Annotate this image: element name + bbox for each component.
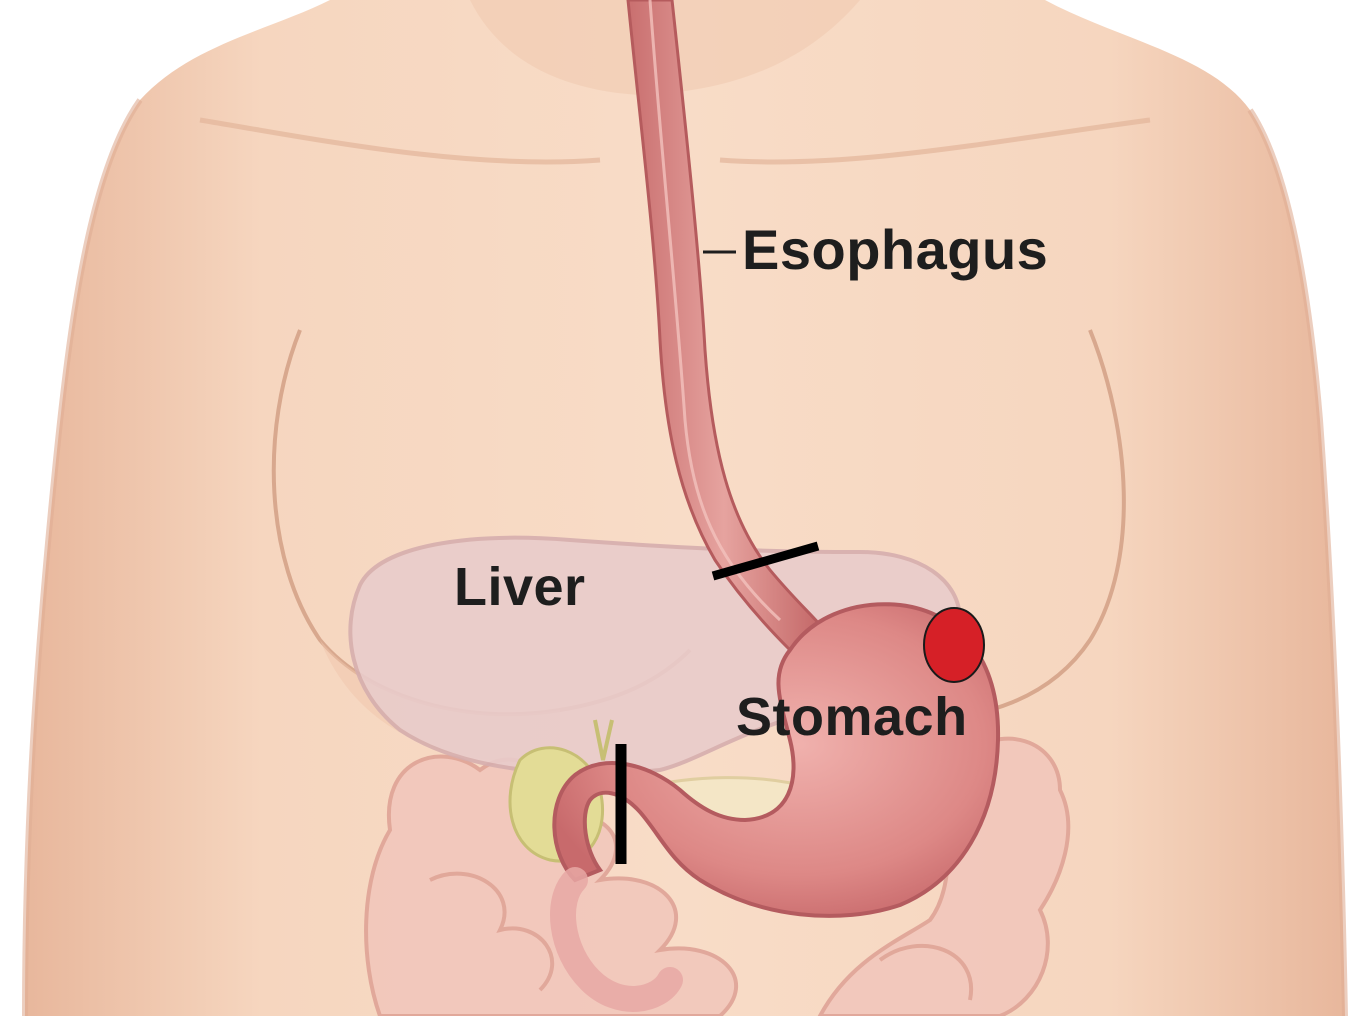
- liver-label: Liver: [454, 560, 586, 614]
- stomach-label: Stomach: [736, 690, 968, 744]
- esophagus-label: Esophagus: [742, 222, 1048, 278]
- marker-dot-fundus: [924, 608, 984, 682]
